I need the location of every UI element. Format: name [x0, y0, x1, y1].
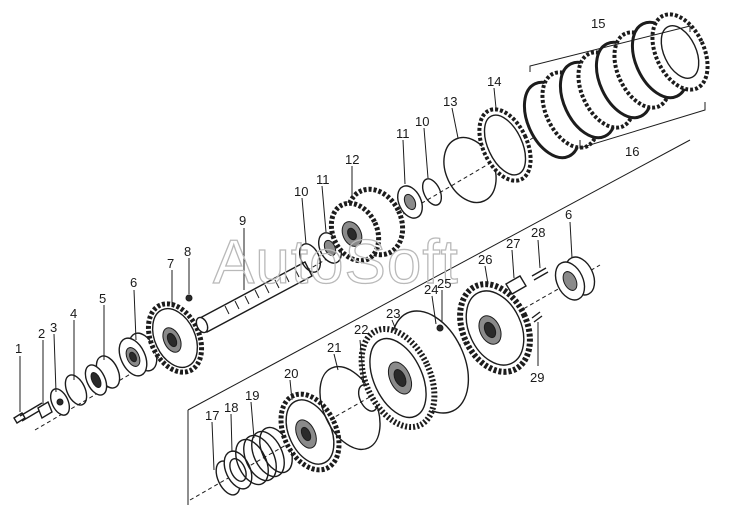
callout-21: 21: [327, 340, 341, 355]
callout-11: 11: [316, 172, 330, 187]
callout-4: 4: [70, 306, 77, 321]
callout-5: 5: [99, 291, 106, 306]
callout-27: 27: [506, 236, 520, 251]
callout-26: 26: [478, 252, 492, 267]
part-plate-3: [49, 388, 71, 416]
part-pin-24: [436, 324, 444, 332]
callout-11b: 11: [396, 126, 410, 141]
part-clutch-plates: [522, 12, 710, 160]
part-bearing-11b: [397, 185, 423, 219]
part-drum-23: [358, 310, 470, 431]
callout-6b: 6: [565, 207, 572, 222]
leader-lines: [19, 87, 573, 471]
callout-16: 16: [625, 144, 639, 159]
callout-3: 3: [50, 320, 57, 335]
callout-13: 13: [443, 94, 457, 109]
part-bolt-1: [13, 402, 45, 424]
callout-28: 28: [531, 225, 545, 240]
callout-10: 10: [294, 184, 308, 199]
callout-2: 2: [38, 326, 45, 341]
callout-12: 12: [345, 152, 359, 167]
callout-18: 18: [224, 400, 238, 415]
part-bolt-29: [531, 311, 543, 323]
part-sleeve-5: [84, 355, 121, 396]
part-shaft-9: [195, 261, 313, 334]
part-washer-2: [37, 400, 53, 420]
callout-22: 22: [354, 322, 368, 337]
callout-6: 6: [130, 275, 137, 290]
part-snap-ring-10b: [421, 178, 443, 206]
part-ring-gear-14: [477, 107, 533, 183]
part-pin-8: [185, 294, 193, 302]
part-gear-20: [278, 391, 342, 473]
callout-14: 14: [487, 74, 501, 89]
callout-20: 20: [284, 366, 298, 381]
part-gear-26: [457, 281, 533, 375]
callout-25: 25: [437, 276, 451, 291]
part-bearing-6b: [554, 256, 596, 301]
callout-7: 7: [167, 256, 174, 271]
part-gear-12: [328, 186, 406, 264]
part-ring-18: [223, 450, 253, 490]
part-snap-ring-4: [64, 374, 88, 406]
part-plate-27: [505, 275, 527, 295]
callout-15: 15: [591, 16, 605, 31]
callout-10b: 10: [415, 114, 429, 129]
callout-9: 9: [239, 213, 246, 228]
callout-24: 24: [424, 282, 438, 297]
callout-29: 29: [530, 370, 544, 385]
callout-23: 23: [386, 306, 400, 321]
callout-1: 1: [15, 341, 22, 356]
part-gear-7: [145, 301, 205, 375]
part-snap-ring-10: [298, 243, 322, 273]
part-bolt-28: [531, 267, 549, 281]
lower-assembly-axis: [189, 264, 601, 501]
callout-labels: 1 2 3 4 5 6 7 8 9 10 11 12 13 14 15 16 1…: [15, 16, 639, 423]
callout-8: 8: [184, 244, 191, 259]
callout-19: 19: [245, 388, 259, 403]
watermark-text: AutoSoft: [213, 228, 459, 297]
callout-17: 17: [205, 408, 219, 423]
lower-frame-top: [187, 139, 691, 411]
